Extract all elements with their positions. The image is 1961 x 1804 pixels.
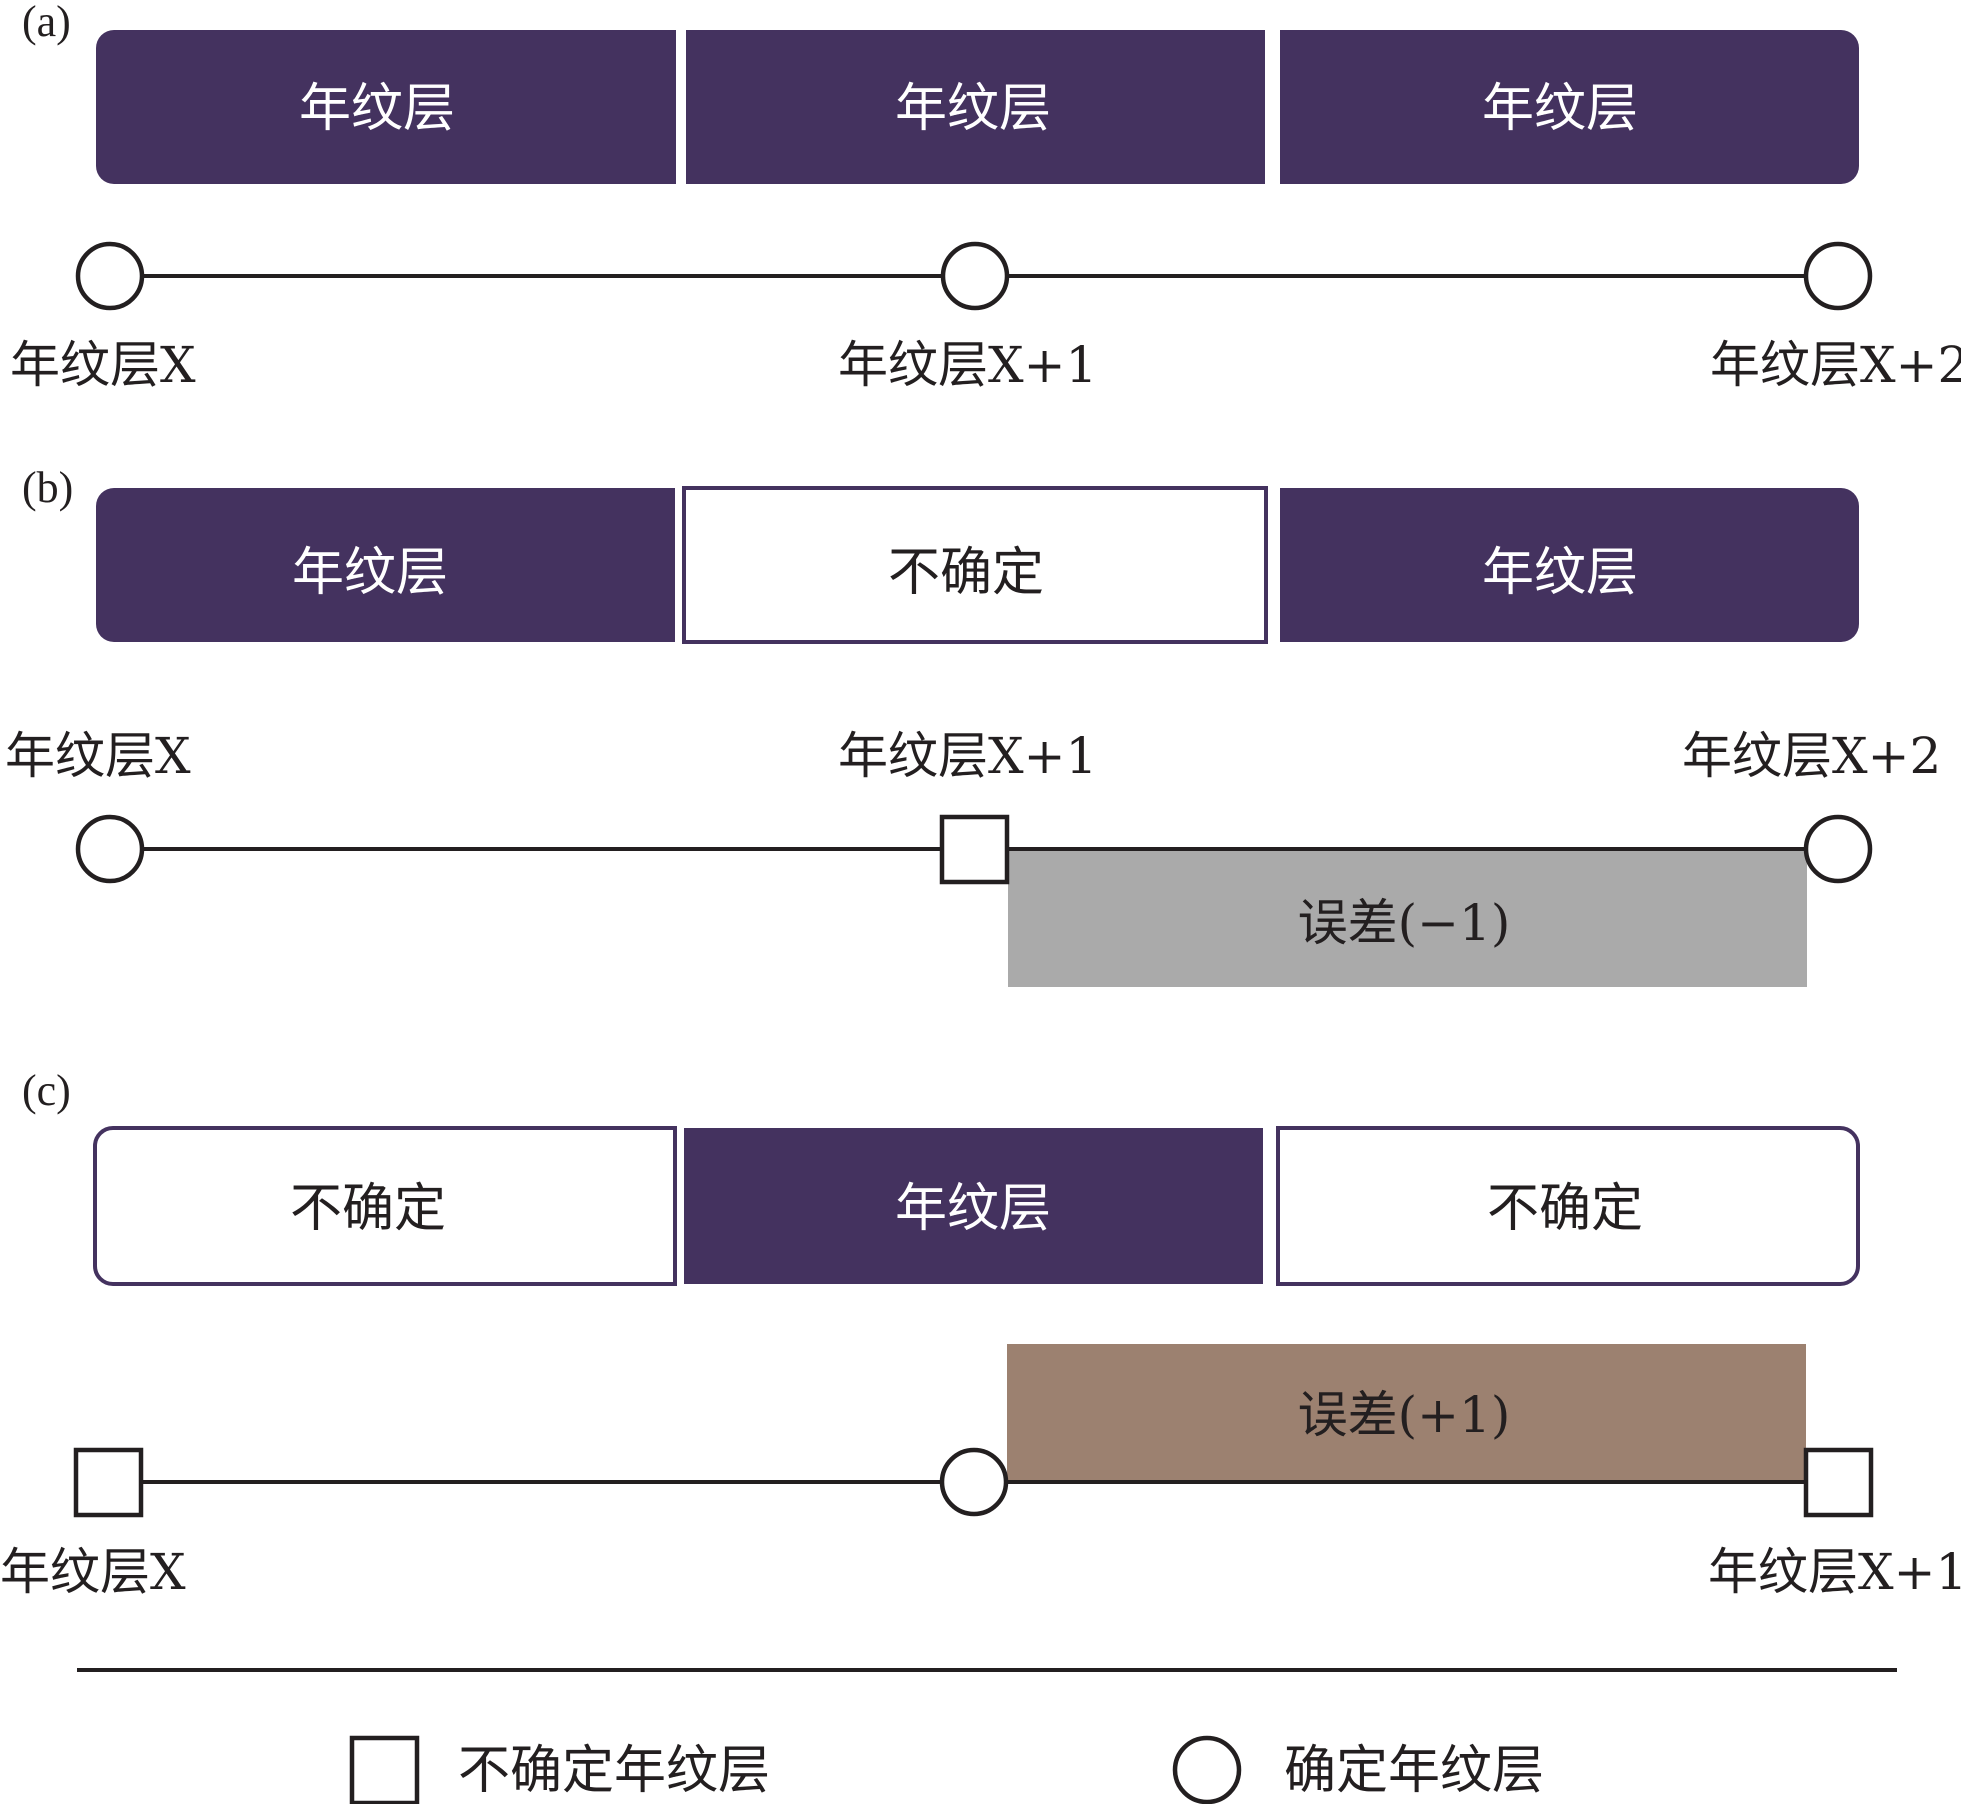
panel-b: (b) 年纹层 不确定 年纹层 年纹层X 年纹层X+1 年纹层X+2 误差(−1… — [5, 463, 1941, 987]
legend-uncertain-label: 不确定年纹层 — [458, 1741, 770, 1801]
panel-b-box-3 — [1280, 488, 1859, 642]
panel-b-node-2-square-icon — [939, 814, 1010, 885]
panel-a-node-1-circle-icon — [75, 241, 145, 311]
panel-b-node-3-circle-icon — [1803, 814, 1873, 884]
legend: 不确定年纹层 确定年纹层 — [77, 1668, 1897, 1804]
panel-b-box-3-label: 年纹层 — [1482, 543, 1638, 603]
panel-a: (a) 年纹层 年纹层 年纹层 年纹层X 年纹层X+1 年纹层X+2 — [10, 0, 1961, 394]
panel-a-node-3-label: 年纹层X+2 — [1710, 336, 1961, 394]
panel-c-node-1-label: 年纹层X — [0, 1543, 186, 1601]
panel-c-error-label: 误差(+1) — [1298, 1386, 1511, 1444]
panel-a-box-2-label: 年纹层 — [895, 79, 1051, 139]
panel-b-error-label: 误差(−1) — [1298, 894, 1511, 952]
panel-a-node-2-circle-icon — [940, 241, 1010, 311]
panel-a-box-1 — [96, 30, 676, 184]
panel-c-node-2-label: 年纹层X+1 — [1708, 1543, 1961, 1601]
panel-b-box-2 — [682, 486, 1268, 644]
panel-a-node-3-circle-icon — [1803, 241, 1873, 311]
panel-c-node-mid-circle-icon — [939, 1447, 1009, 1517]
panel-c: (c) 不确定 年纹层 不确定 误差(+1) 年纹层X 年纹层X+1 — [0, 1066, 1961, 1601]
panel-b-node-1-label: 年纹层X — [5, 727, 191, 785]
panel-a-node-2-label: 年纹层X+1 — [838, 336, 1097, 394]
panel-a-box-3 — [1280, 30, 1859, 184]
panel-b-label: (b) — [22, 463, 73, 512]
panel-b-error-bar — [1008, 849, 1807, 987]
panel-b-box-1-label: 年纹层 — [292, 543, 448, 603]
panel-c-box-3-label: 不确定 — [1487, 1179, 1643, 1239]
panel-b-node-2-label: 年纹层X+1 — [838, 727, 1097, 785]
panel-c-node-1-square-icon — [73, 1447, 144, 1518]
panel-c-label: (c) — [22, 1066, 71, 1115]
panel-c-box-1-label: 不确定 — [290, 1179, 446, 1239]
panel-b-node-1-circle-icon — [75, 814, 145, 884]
panel-c-box-2-label: 年纹层 — [895, 1179, 1051, 1239]
legend-circle-icon — [1172, 1735, 1242, 1804]
panel-c-box-1 — [93, 1126, 677, 1286]
panel-a-node-1-label: 年纹层X — [10, 336, 196, 394]
panel-c-box-2 — [684, 1128, 1263, 1284]
panel-c-node-2-square-icon — [1803, 1447, 1874, 1518]
panel-b-box-1 — [96, 488, 675, 642]
legend-certain-label: 确定年纹层 — [1284, 1741, 1544, 1801]
legend-square-icon — [349, 1735, 420, 1804]
panel-c-error-bar — [1007, 1344, 1806, 1482]
panel-b-node-3-label: 年纹层X+2 — [1682, 727, 1941, 785]
panel-a-box-2 — [686, 30, 1265, 184]
panel-b-box-2-label: 不确定 — [888, 543, 1044, 603]
panel-a-label: (a) — [22, 0, 71, 46]
panel-a-box-3-label: 年纹层 — [1482, 79, 1638, 139]
panel-c-box-3 — [1276, 1126, 1860, 1286]
panel-a-box-1-label: 年纹层 — [299, 79, 455, 139]
